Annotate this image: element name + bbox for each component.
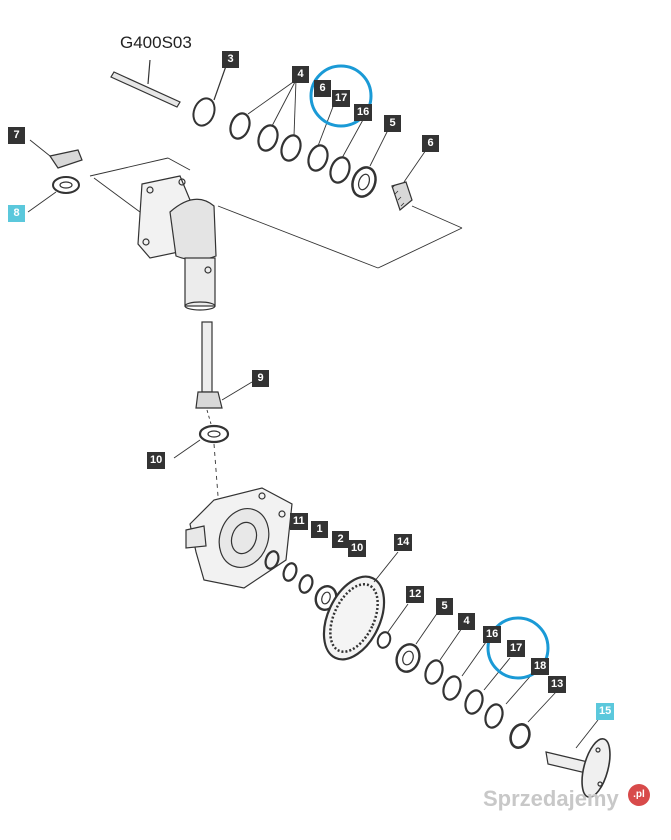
callout-6-gear: 6 <box>422 135 439 152</box>
lower-seal <box>509 723 531 749</box>
callout-16-lower: 16 <box>483 626 502 643</box>
lower-washers <box>264 550 314 594</box>
callout-8: 8 <box>8 205 25 222</box>
lower-bearing-b <box>395 611 439 673</box>
callout-17-lower: 17 <box>507 640 526 657</box>
highlight-circle-bottom <box>486 616 550 680</box>
callout-15: 15 <box>596 703 615 720</box>
upper-housing <box>137 175 217 311</box>
callout-1: 1 <box>311 521 328 538</box>
callout-14: 14 <box>394 534 413 551</box>
vertical-shaft <box>195 321 253 425</box>
assembly-frame <box>89 157 463 269</box>
ring-gear <box>322 551 399 661</box>
middle-bearing <box>173 424 230 497</box>
callout-5-lower: 5 <box>436 598 453 615</box>
top-bearing <box>351 166 377 198</box>
lower-ring-row <box>424 659 504 729</box>
watermark-logo: Sprzedajemy <box>483 786 619 811</box>
top-shaft <box>110 59 181 108</box>
snap-ring <box>192 65 227 127</box>
callout-6: 6 <box>314 80 331 97</box>
callout-18: 18 <box>531 658 550 675</box>
callout-4: 4 <box>292 66 309 83</box>
callout-7: 7 <box>8 127 25 144</box>
callout-11: 11 <box>290 513 308 530</box>
callout-10: 10 <box>147 452 166 469</box>
output-flange <box>545 738 611 798</box>
seal <box>27 176 80 213</box>
callout-3: 3 <box>222 51 239 68</box>
callout-9: 9 <box>252 370 269 387</box>
callout-10-lower: 10 <box>348 540 367 557</box>
callout-13: 13 <box>548 676 567 693</box>
callout-2: 2 <box>332 531 349 548</box>
lower-housing <box>185 487 293 589</box>
callout-4-lower: 4 <box>458 613 475 630</box>
callout-12: 12 <box>406 586 425 603</box>
bevel-gear-top <box>391 181 413 212</box>
small-bevel-gear <box>29 139 83 169</box>
diagram-code: G400S03 <box>120 33 192 52</box>
callout-17: 17 <box>332 90 351 107</box>
highlight-circles <box>309 64 550 680</box>
lower-leader-lines <box>439 627 599 749</box>
pinion-gear <box>376 603 409 649</box>
watermark-badge: .pl <box>628 784 650 806</box>
top-washers <box>229 112 351 184</box>
top-leader-lines <box>247 79 427 183</box>
callout-5: 5 <box>384 115 401 132</box>
callout-16: 16 <box>354 104 373 121</box>
highlight-circle-top <box>309 64 373 128</box>
